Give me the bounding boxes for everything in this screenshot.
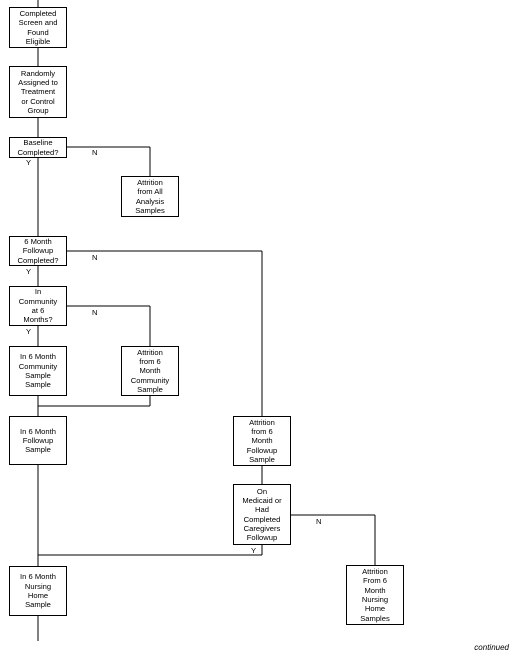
baseline-completed-box: Baseline Completed? [9, 137, 67, 158]
medicaid-yes-label: Y [251, 546, 257, 555]
community-yes-label: Y [26, 327, 32, 336]
completed-screen-eligible-box: Completed Screen and Found Eligible [9, 7, 67, 48]
followup-no-label: N [92, 253, 98, 262]
community-sample-box: In 6 Month Community Sample Sample [9, 346, 67, 396]
randomly-assigned-box: Randomly Assigned to Treatment or Contro… [9, 66, 67, 118]
attrition-nursing-home-box: Attrition From 6 Month Nursing Home Samp… [346, 565, 404, 625]
attrition-all-samples-box: Attrition from All Analysis Samples [121, 176, 179, 217]
continued-note: continued [474, 643, 509, 652]
followup-sample-box: In 6 Month Followup Sample [9, 416, 67, 465]
baseline-yes-label: Y [26, 158, 32, 167]
baseline-no-label: N [92, 148, 98, 157]
in-community-box: In Community at 6 Months? [9, 286, 67, 326]
nursing-home-sample-box: In 6 Month Nursing Home Sample [9, 566, 67, 616]
medicaid-no-label: N [316, 517, 322, 526]
attrition-followup-sample-box: Attrition from 6 Month Followup Sample [233, 416, 291, 466]
six-month-followup-completed-box: 6 Month Followup Completed? [9, 236, 67, 266]
attrition-community-sample-box: Attrition from 6 Month Community Sample [121, 346, 179, 396]
medicaid-caregivers-box: On Medicaid or Had Completed Caregivers … [233, 484, 291, 545]
followup-yes-label: Y [26, 267, 32, 276]
community-no-label: N [92, 308, 98, 317]
